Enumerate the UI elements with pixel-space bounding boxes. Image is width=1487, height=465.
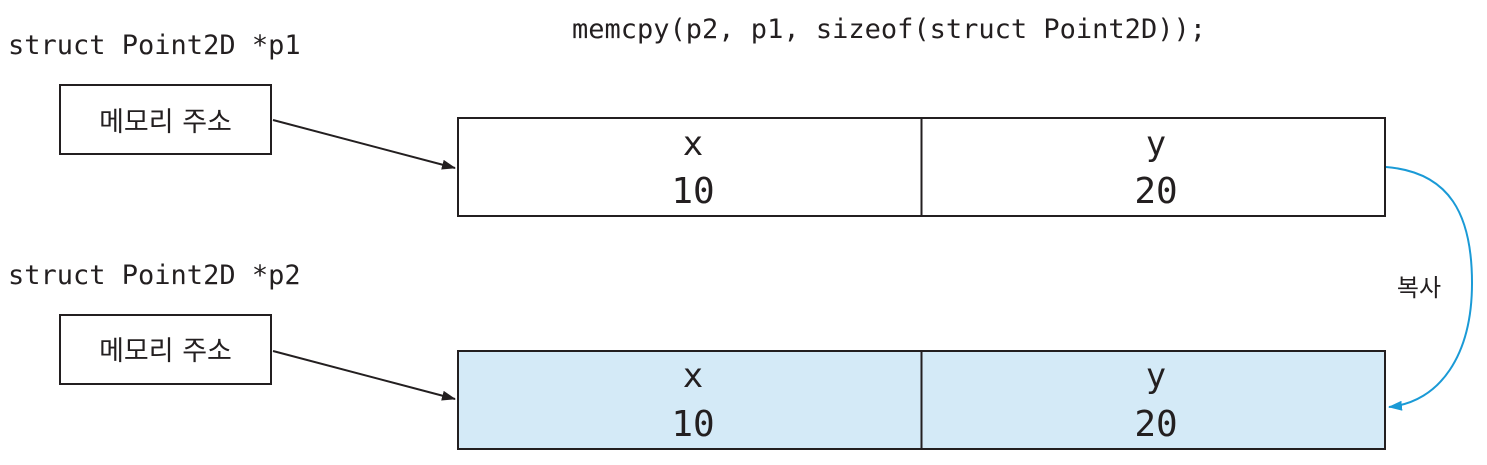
struct-p1-field-y-name: y <box>1146 124 1166 164</box>
struct-p1-field-x-value: 10 <box>671 171 714 212</box>
copy-arrow <box>1385 166 1474 411</box>
pointer-p2-address-box <box>59 314 272 385</box>
memcpy-code-line: memcpy(p2, p1, sizeof(struct Point2D)); <box>572 14 1206 45</box>
struct-p2-field-y-value: 20 <box>1134 404 1177 445</box>
struct-p2: x 10 y 20 <box>457 350 1386 450</box>
pointer-p1-address-label: 메모리 주소 <box>99 107 232 138</box>
pointer-p1-arrow <box>272 119 456 170</box>
pointer-p1-address-box <box>59 84 272 155</box>
struct-p2-field-x-name: x <box>683 356 703 396</box>
pointer-p2-address-label: 메모리 주소 <box>99 336 232 367</box>
struct-p2-field-x-value: 10 <box>671 404 714 445</box>
pointer-p2-declaration: struct Point2D *p2 <box>8 260 301 291</box>
pointer-p2-arrow <box>272 350 456 401</box>
struct-p1: x 10 y 20 <box>457 117 1386 217</box>
copy-label: 복사 <box>1397 274 1441 302</box>
struct-p1-field-x-name: x <box>683 124 703 164</box>
pointer-p2: struct Point2D *p2 메모리 주소 <box>8 260 456 401</box>
struct-p1-field-y-value: 20 <box>1134 171 1177 212</box>
pointer-p1-declaration: struct Point2D *p1 <box>8 30 301 61</box>
pointer-p1: struct Point2D *p1 메모리 주소 <box>8 30 456 170</box>
struct-p2-field-y-name: y <box>1146 356 1166 396</box>
